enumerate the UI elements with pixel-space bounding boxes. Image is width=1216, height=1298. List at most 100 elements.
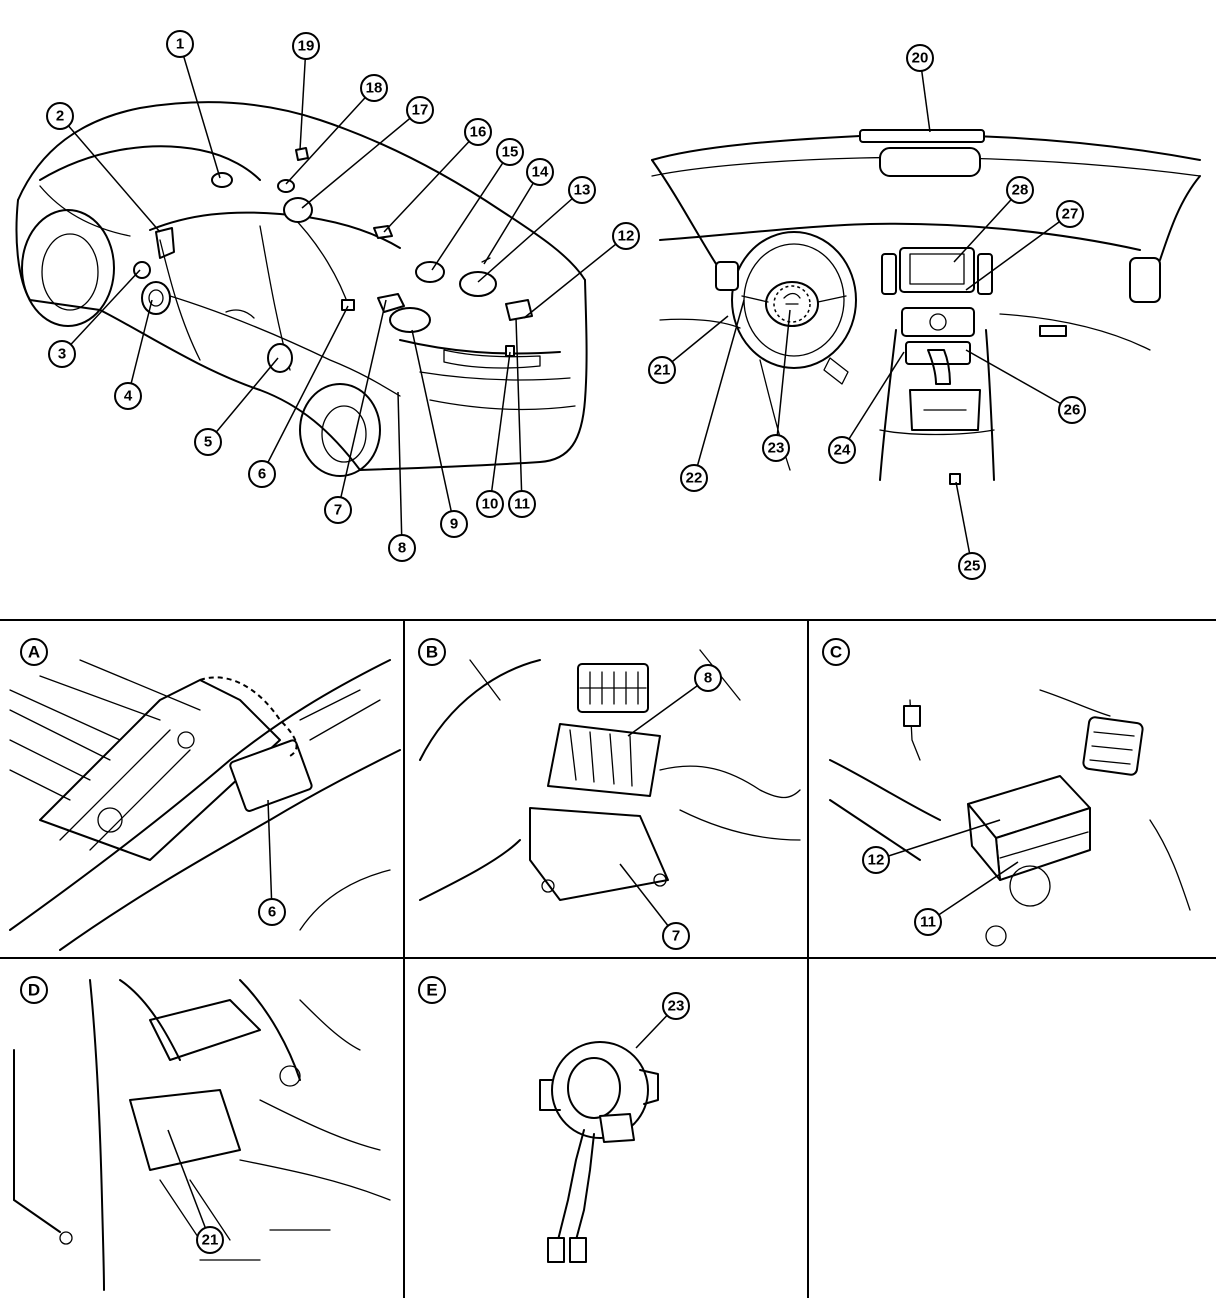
panel-label-c-text: C <box>830 643 842 662</box>
callout-circle-22 <box>680 464 708 492</box>
callout-circle-16 <box>464 118 492 146</box>
callout-circle-1 <box>166 30 194 58</box>
callout-13: 13 <box>568 176 596 204</box>
callout-circle-24 <box>828 436 856 464</box>
callout-22: 22 <box>680 464 708 492</box>
callout-14: 14 <box>526 158 554 186</box>
callout-circle-3 <box>48 340 76 368</box>
leader-25 <box>955 481 973 567</box>
leader-4 <box>127 299 153 397</box>
callout-number-20: 20 <box>912 50 929 67</box>
panel-label-e-text: E <box>426 981 437 1000</box>
svg-text:23: 23 <box>668 998 685 1015</box>
callout-7: 7 <box>324 496 352 524</box>
callout-1: 1 <box>166 30 194 58</box>
callout-circle-28 <box>1006 176 1034 204</box>
leader-23 <box>775 309 791 449</box>
callout-number-19: 19 <box>298 38 315 55</box>
callout-circle-13 <box>568 176 596 204</box>
callout-number-25: 25 <box>964 558 981 575</box>
panel-label-b-text: B <box>426 643 438 662</box>
callout-circle-7 <box>324 496 352 524</box>
leader-22 <box>693 299 745 479</box>
panel-label-d: D <box>20 976 48 1004</box>
leader-7 <box>337 299 387 511</box>
panel-d-callout-21: 21 <box>196 1226 224 1254</box>
svg-text:6: 6 <box>268 904 276 921</box>
callout-6: 6 <box>248 460 276 488</box>
leader-19 <box>299 45 307 151</box>
callout-circle-4 <box>114 382 142 410</box>
callout-number-9: 9 <box>450 516 458 533</box>
leader-16 <box>383 131 479 233</box>
panel-a-callout-6: 6 <box>258 898 286 926</box>
car-exterior-drawing <box>15 101 588 477</box>
callout-9: 9 <box>440 510 468 538</box>
callout-number-22: 22 <box>686 470 703 487</box>
callout-circle-25 <box>958 552 986 580</box>
panel-b-callout-7: 7 <box>662 922 690 950</box>
callout-8: 8 <box>388 534 416 562</box>
callout-number-18: 18 <box>366 80 383 97</box>
callout-18: 18 <box>360 74 388 102</box>
leader-27 <box>965 213 1071 291</box>
callout-circle-17 <box>406 96 434 124</box>
leader-18 <box>285 87 375 185</box>
callout-17: 17 <box>406 96 434 124</box>
callout-number-16: 16 <box>470 124 487 141</box>
callout-number-8: 8 <box>398 540 406 557</box>
panel-c-callout-11: 11 <box>914 908 942 936</box>
callout-circle-15 <box>496 138 524 166</box>
callout-20: 20 <box>906 44 934 72</box>
callout-number-23: 23 <box>768 440 785 457</box>
callout-circle-5 <box>194 428 222 456</box>
svg-text:7: 7 <box>672 928 680 945</box>
callout-circle-14 <box>526 158 554 186</box>
callout-number-4: 4 <box>124 388 133 405</box>
callout-25: 25 <box>958 552 986 580</box>
callout-circle-8 <box>388 534 416 562</box>
svg-text:11: 11 <box>920 914 936 931</box>
callout-10: 10 <box>476 490 504 518</box>
callout-number-1: 1 <box>176 36 184 53</box>
panel-label-c: C <box>822 638 850 666</box>
callout-5: 5 <box>194 428 222 456</box>
dashboard-drawing <box>651 129 1201 485</box>
detail-panel-d-drawing <box>13 979 391 1291</box>
callout-24: 24 <box>828 436 856 464</box>
callout-circle-19 <box>292 32 320 60</box>
callout-27: 27 <box>1056 200 1084 228</box>
leader-13 <box>477 189 583 283</box>
callout-circle-11 <box>508 490 536 518</box>
leader-1 <box>179 43 221 179</box>
callout-circle-2 <box>46 102 74 130</box>
callout-number-26: 26 <box>1064 402 1081 419</box>
svg-text:8: 8 <box>704 670 712 687</box>
leader-2 <box>59 115 161 233</box>
callout-number-21: 21 <box>654 362 671 379</box>
callout-number-2: 2 <box>56 108 64 125</box>
callout-number-6: 6 <box>258 466 266 483</box>
callout-26: 26 <box>1058 396 1086 424</box>
panel-b-callout-8: 8 <box>694 664 722 692</box>
leader-3 <box>61 269 141 355</box>
callout-circle-12 <box>612 222 640 250</box>
svg-text:21: 21 <box>202 1232 219 1249</box>
panel-grid <box>0 619 1216 1298</box>
callout-number-28: 28 <box>1012 182 1029 199</box>
callout-2: 2 <box>46 102 74 130</box>
leader-14 <box>483 171 541 265</box>
leader-6 <box>261 305 349 475</box>
leader-24 <box>841 351 905 451</box>
panel-label-a: A <box>20 638 48 666</box>
panel-e-callout-23: 23 <box>662 992 690 1020</box>
overview-leader-lines <box>59 43 1073 567</box>
detail-panel-a-drawing <box>9 659 401 951</box>
callout-3: 3 <box>48 340 76 368</box>
callout-15: 15 <box>496 138 524 166</box>
callout-number-12: 12 <box>618 228 635 245</box>
leader-17 <box>301 109 421 209</box>
callout-number-11: 11 <box>514 496 530 513</box>
